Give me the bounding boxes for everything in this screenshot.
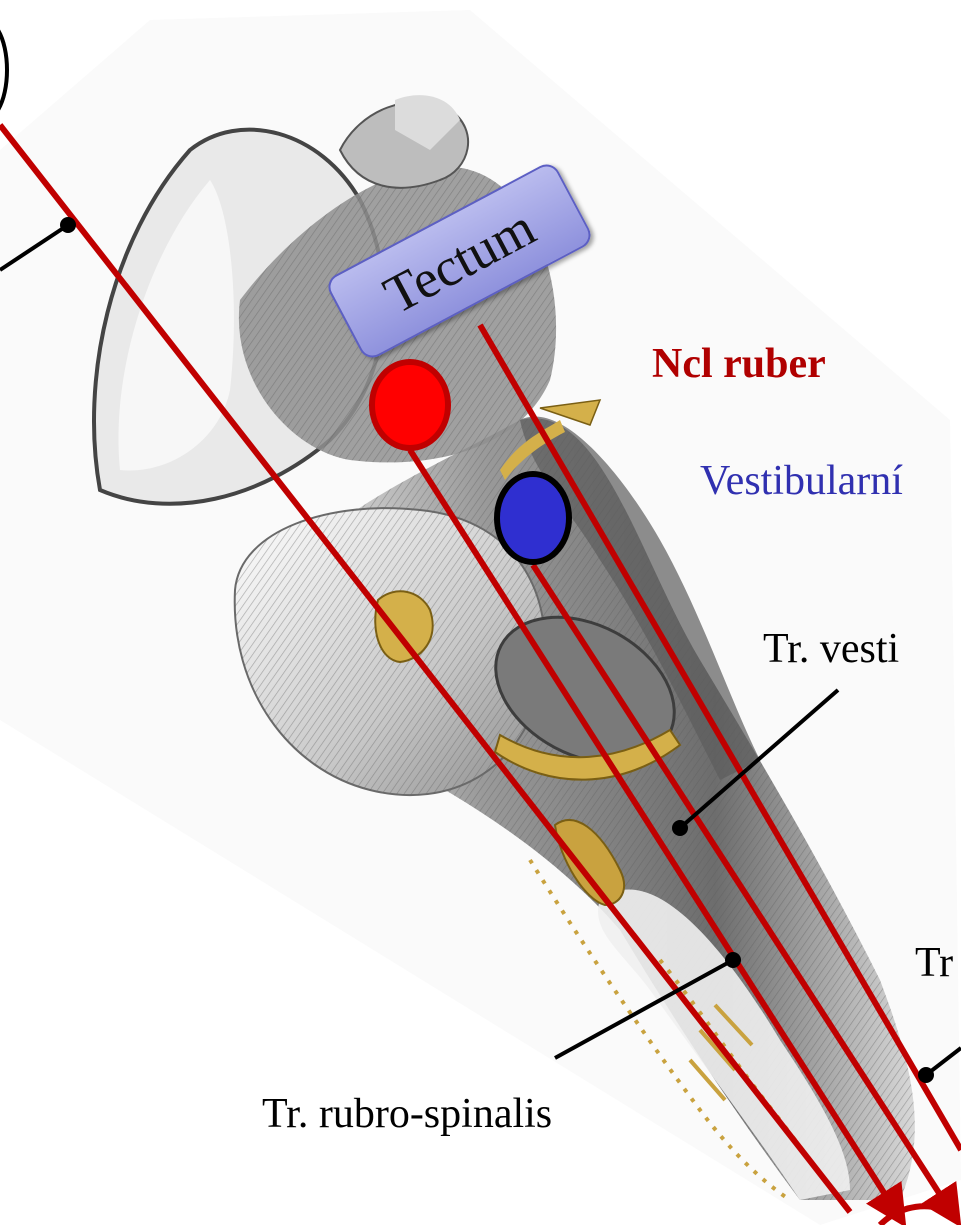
- tr-rubro-spinalis-label: Tr. rubro-spinalis: [262, 1093, 552, 1135]
- vestibular-nucleus-marker: [497, 474, 569, 562]
- cut-off-circle: [0, 30, 7, 110]
- tr-vestibulospinalis-label: Tr. vesti: [763, 628, 899, 670]
- brainstem-illustration: [0, 10, 961, 1225]
- vestibular-label: Vestibularní: [700, 460, 903, 502]
- tr-label: Tr: [915, 942, 953, 984]
- ncl-ruber-label: Ncl ruber: [652, 343, 826, 385]
- red-nucleus-marker: [372, 362, 448, 448]
